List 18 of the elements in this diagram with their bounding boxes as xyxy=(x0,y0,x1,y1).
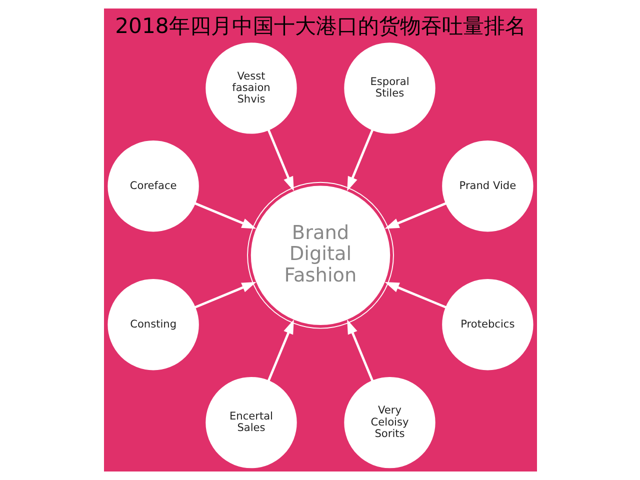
node-circle: Prand Vide xyxy=(442,140,533,232)
node-circle: Very Celoisy Sorits xyxy=(344,376,435,468)
node-circle: Consting xyxy=(107,279,198,370)
arrow xyxy=(266,129,294,192)
arrow xyxy=(384,202,446,229)
node-circle: Encertal Sales xyxy=(205,376,296,468)
node-circle: Protebcics xyxy=(442,279,533,370)
arrow xyxy=(384,282,446,308)
diagram-title: 2018年四月中国十大港口的货物吞吐量排名 xyxy=(114,13,526,38)
arrow xyxy=(194,202,256,229)
node-circle: Brand Digital Fashion xyxy=(246,182,394,329)
arrow xyxy=(194,282,256,308)
node-circle: Esporal Stiles xyxy=(344,42,435,134)
arrow xyxy=(346,320,374,382)
node-circle: Coreface xyxy=(107,140,198,232)
arrow xyxy=(266,320,294,382)
node-circle: Vesst fasaion Shvis xyxy=(205,42,296,134)
arrow xyxy=(346,129,374,192)
